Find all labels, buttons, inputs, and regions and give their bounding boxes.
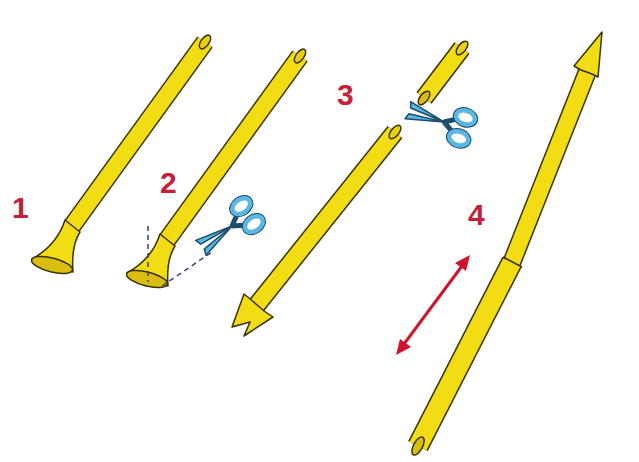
straw-offcut [416, 39, 470, 107]
cut-line [162, 252, 212, 286]
straw-cut-tip [232, 123, 403, 336]
straw-marked [125, 47, 308, 291]
straw-joined [409, 32, 602, 457]
callout-number: 3 [337, 80, 354, 110]
callout-number: 1 [12, 193, 29, 223]
callout-number: 4 [468, 200, 485, 230]
cut-line [147, 226, 149, 282]
slide-arrow [396, 255, 470, 355]
straw-whole [30, 33, 213, 277]
scissors [402, 91, 481, 151]
callout-number: 2 [160, 168, 177, 198]
scissors [189, 191, 269, 264]
